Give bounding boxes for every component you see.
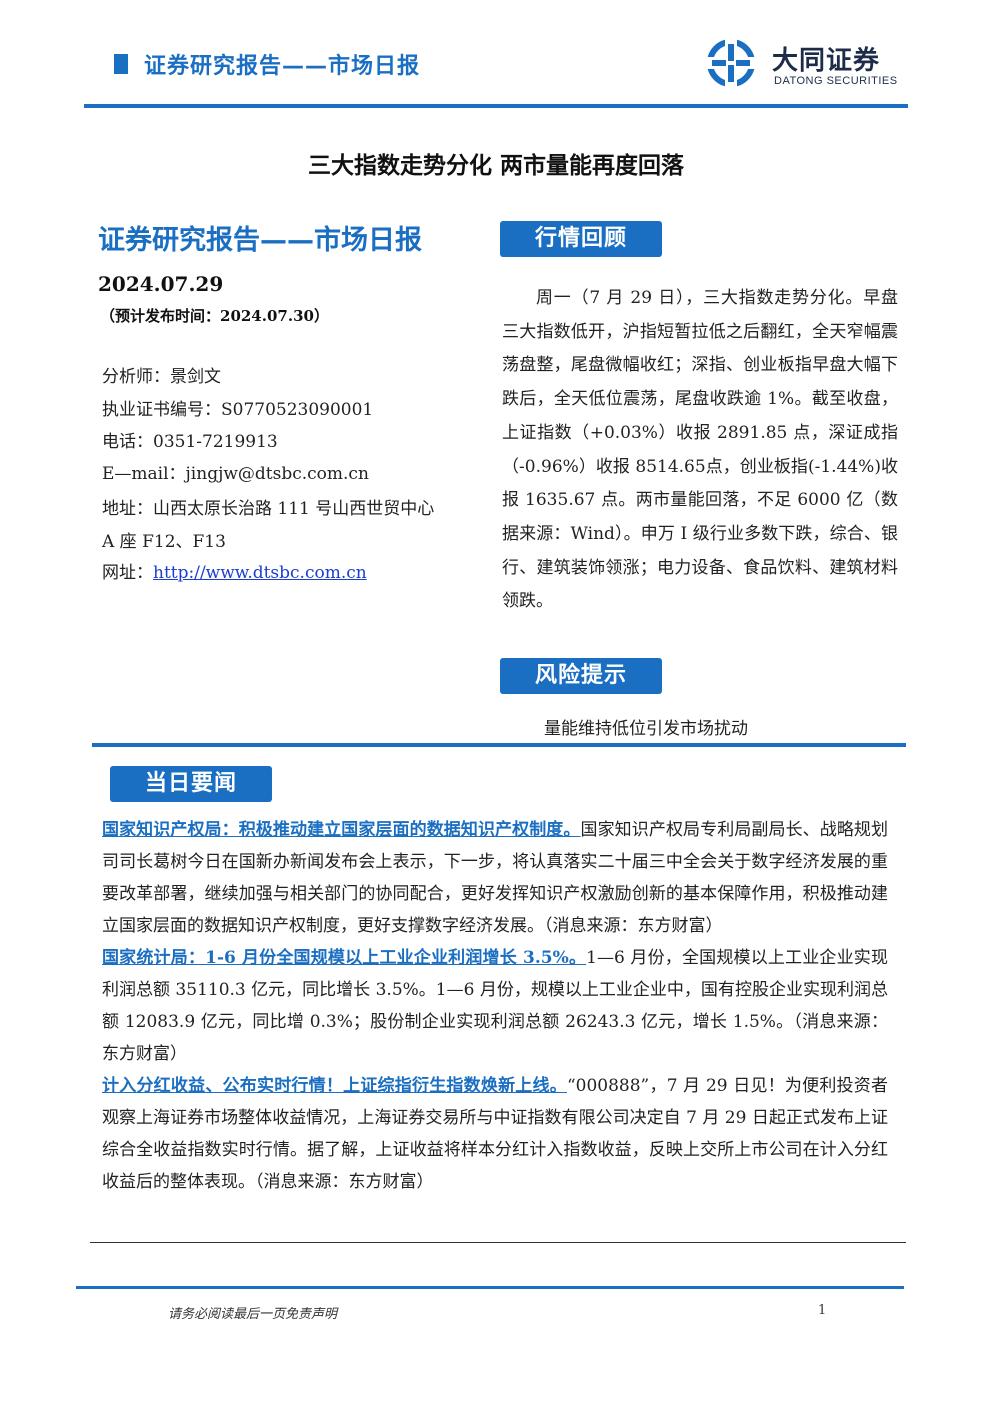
footer-disclaimer: 请务必阅读最后一页免责声明: [168, 1307, 338, 1322]
news-item: 国家统计局：1-6 月份全国规模以上工业企业利润增长 3.5%。1—6 月份，全…: [102, 942, 888, 1070]
news-headline[interactable]: 计入分红收益、公布实时行情！上证综指衍生指数焕新上线。: [102, 1076, 567, 1096]
section-tag-risk: 风险提示: [500, 658, 662, 694]
news-item: 国家知识产权局：积极推动建立国家层面的数据知识产权制度。国家知识产权局专利局副局…: [102, 814, 888, 942]
section-tag-news: 当日要闻: [110, 766, 272, 802]
left-report-type: 证券研究报告——市场日报: [98, 225, 422, 256]
website-row: 网址：http://www.dtsbc.com.cn: [102, 558, 367, 583]
website-label: 网址：: [102, 563, 153, 583]
section-tag-market-review: 行情回顾: [500, 221, 662, 257]
header-divider: [84, 104, 908, 108]
header-title: 证券研究报告——市场日报: [144, 54, 421, 79]
market-review-paragraph: 周一（7 月 29 日），三大指数走势分化。早盘三大指数低开，沪指短暂拉低之后翻…: [502, 288, 898, 612]
news-headline[interactable]: 国家统计局：1-6 月份全国规模以上工业企业利润增长 3.5%。: [102, 948, 587, 968]
footer-divider: [76, 1286, 904, 1289]
phone: 电话：0351-7219913: [102, 432, 278, 452]
address-line1: 地址：山西太原长治路 111 号山西世贸中心: [102, 499, 435, 519]
publish-time: （预计发布时间：2024.07.30）: [100, 307, 329, 325]
address-line2: A 座 F12、F13: [102, 532, 226, 552]
news-body: “000888”，7 月 29 日见！为便利投资者观察上海证券市场整体收益情况，…: [102, 1076, 888, 1192]
logo-en: DATONG SECURITIES: [774, 75, 898, 87]
datong-logo-icon: [706, 38, 756, 88]
news-body: 国家知识产权局专利局副局长、战略规划司司长葛树今日在国新办新闻发布会上表示，下一…: [102, 820, 889, 936]
logo-cn: 大同证券: [772, 46, 881, 76]
header-square-marker: [114, 54, 128, 74]
news-list: 国家知识产权局：积极推动建立国家层面的数据知识产权制度。国家知识产权局专利局副局…: [102, 814, 888, 1198]
license-number: 执业证书编号：S0770523090001: [102, 400, 374, 420]
page-number: 1: [818, 1303, 827, 1318]
news-headline[interactable]: 国家知识产权局：积极推动建立国家层面的数据知识产权制度。: [102, 820, 581, 840]
email: E—mail：jingjw@dtsbc.com.cn: [102, 464, 369, 484]
news-body: 1—6 月份，全国规模以上工业企业实现利润总额 35110.3 亿元，同比增长 …: [102, 948, 888, 1064]
news-end-divider: [90, 1242, 906, 1243]
market-review-text: 周一（7 月 29 日），三大指数走势分化。早盘三大指数低开，沪指短暂拉低之后翻…: [502, 282, 898, 619]
news-item: 计入分红收益、公布实时行情！上证综指衍生指数焕新上线。“000888”，7 月 …: [102, 1070, 888, 1198]
report-date: 2024.07.29: [98, 272, 224, 296]
analyst: 分析师：景剑文: [102, 367, 221, 387]
section-divider: [92, 743, 906, 747]
website-link[interactable]: http://www.dtsbc.com.cn: [153, 563, 367, 583]
report-title: 三大指数走势分化 两市量能再度回落: [307, 153, 684, 179]
risk-text: 量能维持低位引发市场扰动: [544, 719, 748, 739]
